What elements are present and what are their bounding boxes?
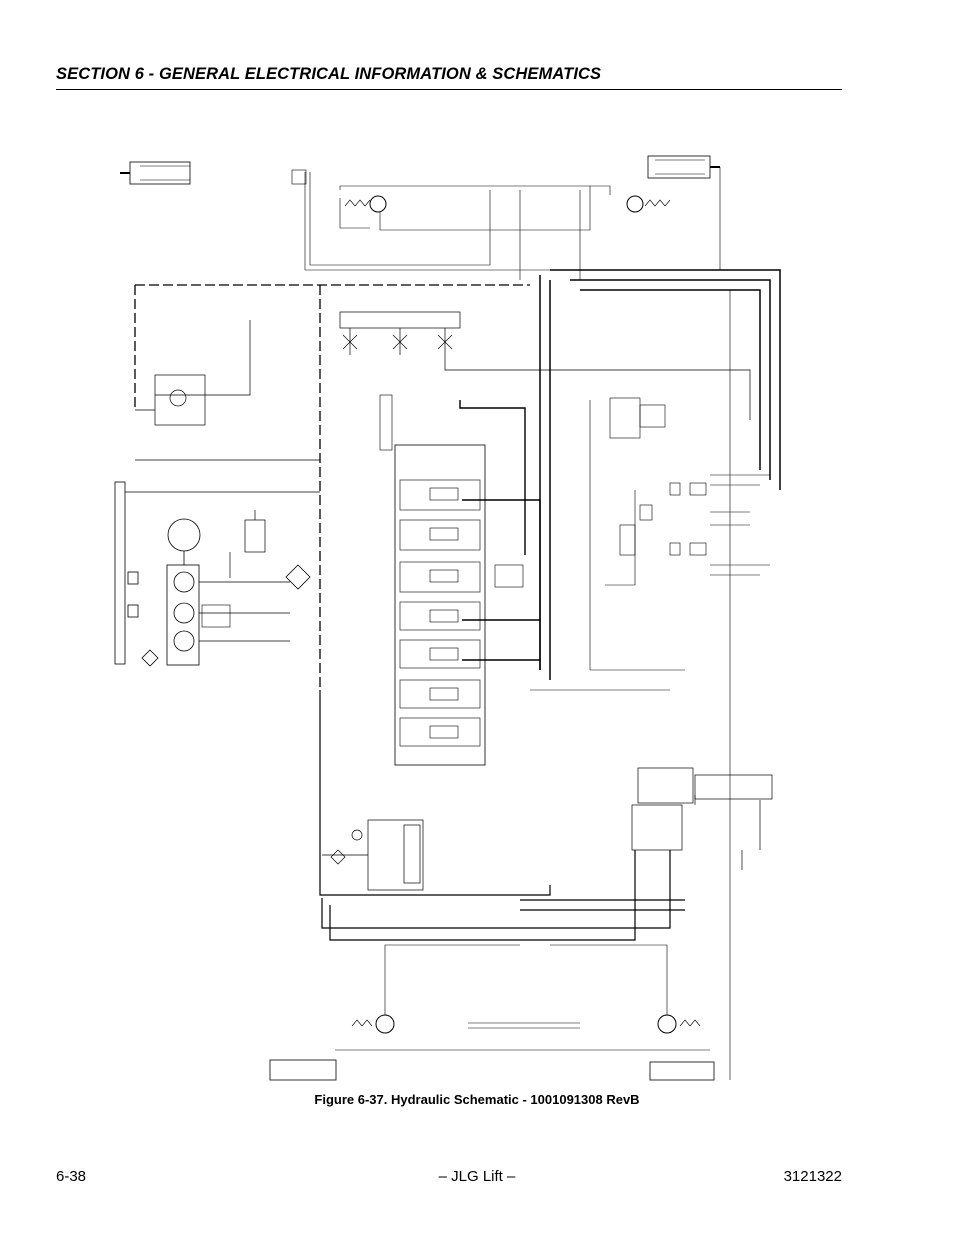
- main-control-valve: [379, 394, 670, 766]
- page-header: SECTION 6 - GENERAL ELECTRICAL INFORMATI…: [56, 62, 842, 86]
- motor-top-right: [626, 195, 671, 213]
- header-divider: [56, 89, 842, 90]
- cylinder-top-left: [120, 161, 307, 185]
- document-number: 3121322: [783, 1168, 842, 1185]
- flow-control-manifold: [155, 311, 751, 420]
- page-number: 6-38: [56, 1168, 87, 1185]
- pump-tank-assembly: [114, 481, 320, 667]
- control-circuit: [589, 397, 770, 671]
- right-valve-cylinder: [631, 767, 773, 870]
- motor-bottom-left: [269, 1014, 395, 1081]
- footer-brand: – JLG Lift –: [438, 1168, 516, 1185]
- motor-top-left: [344, 195, 387, 213]
- swing-motor-block: [135, 374, 320, 461]
- figure-caption: Figure 6-37. Hydraulic Schematic - 10010…: [314, 1092, 640, 1107]
- motor-bottom-right: [649, 1014, 715, 1081]
- section-title: SECTION 6 - GENERAL ELECTRICAL INFORMATI…: [56, 65, 602, 83]
- relief-valve: [229, 510, 266, 578]
- cylinder-top-right: [647, 155, 720, 179]
- lower-valve-block: [322, 819, 424, 891]
- hydraulic-schematic-diagram: [114, 155, 781, 1081]
